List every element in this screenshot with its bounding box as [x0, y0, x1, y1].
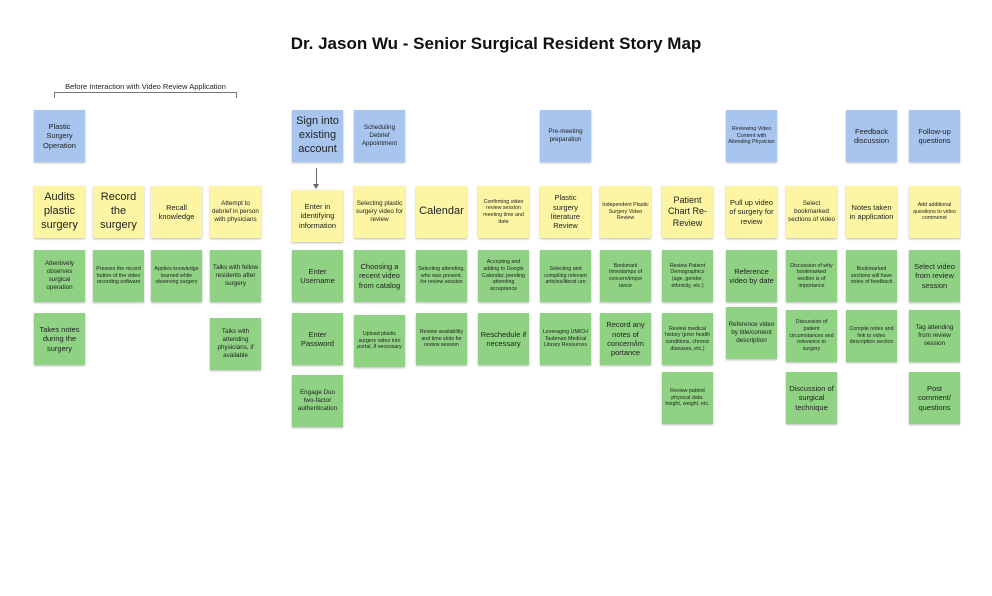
step-note-recall-knowledge: Recall knowledge [151, 186, 202, 238]
step-note-pull-up-video: Pull up video of surgery for review [726, 186, 777, 238]
task-note-bookmark-timestamps: Bookmark timestamps of concern/impor tan… [600, 250, 651, 302]
step-note-select-bookmarked: Select bookmarked sections of video [786, 186, 837, 238]
arrow-line [316, 168, 317, 186]
task-note-tag-attending: Tag attending from review session [909, 310, 960, 362]
task-note-physical-data: Review patient physical data: height, we… [662, 372, 713, 424]
task-note-reference-by-title: Reference video by title/content descrip… [726, 307, 777, 359]
task-note-select-video: Select video from review session [909, 250, 960, 302]
activity-note-follow-up-questions: Follow-up questions [909, 110, 960, 162]
step-note-patient-chart-review: Patient Chart Re-Review [662, 186, 713, 238]
task-note-selecting-attending: Selecting attending, who was present, fo… [416, 250, 467, 302]
step-note-independent-video-review: Independent Plastic Surgery Video Review [600, 186, 651, 238]
task-note-talks-attending: Talks with attending physicians, if avai… [210, 318, 261, 370]
activity-note-feedback-discussion: Feedback discussion [846, 110, 897, 162]
step-note-record-surgery: Record the surgery [93, 186, 144, 238]
step-note-enter-identifying-info: Enter in identifying information [292, 190, 343, 242]
step-note-notes-in-application: Notes taken in application [846, 186, 897, 238]
step-note-calendar: Calendar [416, 186, 467, 238]
task-note-upload-video: Upload plastic surgery video into portal… [354, 315, 405, 367]
task-note-enter-password: Enter Password [292, 313, 343, 365]
page-title: Dr. Jason Wu - Senior Surgical Resident … [290, 34, 702, 53]
task-note-reference-by-date: Reference video by date [726, 250, 777, 302]
task-note-takes-notes: Takes notes during the surgery [34, 313, 85, 365]
step-note-confirming-session: Confirming video review session meeting … [478, 186, 529, 238]
task-note-compiling-articles: Selecting and compiling relevant article… [540, 250, 591, 302]
activity-note-pre-meeting-preparation: Pre-meeting preparation [540, 110, 591, 162]
step-note-audits-plastic-surgery: Audits plastic surgery [34, 186, 85, 238]
step-note-attempt-debrief: Attempt to debrief in person with physic… [210, 186, 261, 238]
activity-note-reviewing-video-content: Reviewing Video Content with Attending P… [726, 110, 777, 162]
activity-note-sign-in: Sign into existing account [292, 110, 343, 162]
task-note-patient-circumstances: Discussion of patient circumstances and … [786, 310, 837, 362]
task-note-google-calendar: Accepting and adding to Google Calendar,… [478, 250, 529, 302]
activity-note-scheduling-debrief: Scheduling Debrief Appointment [354, 110, 405, 162]
task-note-choose-recent-video: Choosing a recent video from catalog [354, 250, 405, 302]
step-note-add-questions: Add additional questions to video commen… [909, 186, 960, 238]
phase-bracket [54, 92, 237, 98]
task-note-duo-authentication: Engage Duo two-factor authentication [292, 375, 343, 427]
task-note-medical-history: Review medical history (prior health con… [662, 313, 713, 365]
bracket-label: Before Interaction with Video Review App… [65, 82, 226, 91]
task-note-press-record: Presses the record button of the video r… [93, 250, 144, 302]
task-note-post-comment: Post comment/ questions [909, 372, 960, 424]
task-note-talks-fellow-residents: Talks with fellow residents after surger… [210, 250, 261, 302]
task-note-observes-surgery: Attentively observes surgical operation [34, 250, 85, 302]
step-note-literature-review: Plastic surgery literature Review [540, 186, 591, 238]
activity-note-plastic-surgery-operation: Plastic Surgery Operation [34, 110, 85, 162]
task-note-applies-knowledge: Applies knowledge learned while observin… [151, 250, 202, 302]
task-note-reschedule: Reschedule if necessary [478, 313, 529, 365]
task-note-why-bookmarked: Discussion of why bookmarked section is … [786, 250, 837, 302]
step-note-selecting-video: Selecting plastic surgery video for revi… [354, 186, 405, 238]
task-note-taubman-library: Leveraging UMICH Taubman Medical Library… [540, 313, 591, 365]
task-note-surgical-technique: Discussion of surgical technique [786, 372, 837, 424]
task-note-review-availability: Review availability and time slots for r… [416, 313, 467, 365]
task-note-compile-notes: Compile notes and link to video descript… [846, 310, 897, 362]
task-note-enter-username: Enter Username [292, 250, 343, 302]
task-note-patient-demographics: Review Patient Demographics (age, gender… [662, 250, 713, 302]
task-note-record-notes: Record any notes of concern/im portance [600, 313, 651, 365]
arrow-head [313, 184, 319, 189]
task-note-bookmarked-feedback: Bookmarked sections will have notes of f… [846, 250, 897, 302]
